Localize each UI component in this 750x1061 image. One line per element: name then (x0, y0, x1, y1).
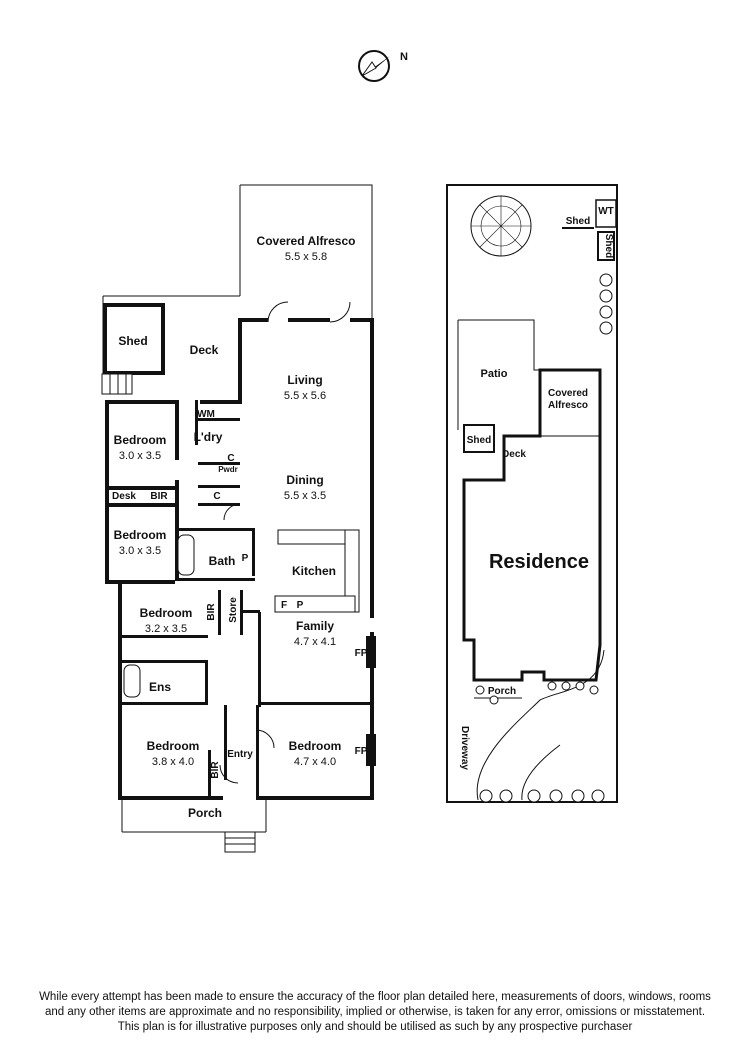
room-label-desk: Desk (112, 491, 136, 502)
room-label-store: Store (228, 597, 239, 623)
room-label-dining: Dining (286, 473, 323, 487)
room-label-bath: Bath (209, 554, 236, 568)
fireplace-marker-2: FP (355, 746, 368, 757)
room-label-bir-1: BIR (150, 491, 168, 502)
room-dims-covered-alfresco: 5.5 x 5.8 (285, 251, 327, 263)
pantry-marker-1: P (242, 553, 249, 564)
site-plan-labels: Shed WT Shed Patio Covered Alfresco Shed… (459, 206, 614, 770)
room-label-bir-3: BIR (210, 761, 221, 779)
room-dims-bedroom-1: 3.0 x 3.5 (119, 450, 161, 462)
room-dims-bedroom-4: 3.8 x 4.0 (152, 756, 194, 768)
site-label-patio: Patio (481, 368, 508, 380)
cupboard-marker-1: C (227, 453, 234, 464)
room-label-bir-2: BIR (206, 603, 217, 621)
room-dims-bedroom-2: 3.0 x 3.5 (119, 545, 161, 557)
disclaimer: While every attempt has been made to ens… (20, 990, 730, 1035)
room-label-porch: Porch (188, 806, 222, 820)
room-label-kitchen: Kitchen (292, 564, 336, 578)
fridge-marker: F (281, 600, 287, 611)
room-label-wm: WM (197, 409, 215, 420)
room-dims-family: 4.7 x 4.1 (294, 636, 336, 648)
site-label-covered-alfresco: Covered Alfresco (547, 388, 588, 411)
room-label-powder: Pwdr (218, 465, 238, 474)
ground-floor-labels: Covered Alfresco 5.5 x 5.8 Shed Deck Liv… (112, 234, 368, 820)
site-label-shed: Shed (467, 435, 491, 446)
site-label-shed-rear: Shed (566, 216, 590, 227)
room-label-bedroom-3: Bedroom (140, 606, 193, 620)
room-dims-bedroom-5: 4.7 x 4.0 (294, 756, 336, 768)
room-label-bedroom-5: Bedroom (289, 739, 342, 753)
compass-north-label: N (400, 51, 408, 63)
site-label-covered-alfresco-box: Covered Alfresco (547, 388, 588, 411)
site-label-driveway: Driveway (459, 726, 470, 770)
site-label-shed-side: Shed (603, 234, 614, 258)
shed-box (103, 303, 165, 375)
site-plan (446, 184, 618, 803)
room-label-deck: Deck (190, 343, 219, 357)
room-label-covered-alfresco: Covered Alfresco (257, 234, 356, 248)
disclaimer-line: While every attempt has been made to ens… (39, 991, 711, 1003)
shrub-icon (475, 273, 613, 803)
room-label-shed: Shed (118, 334, 147, 348)
pantry-marker-2: P (297, 600, 304, 611)
tree-icon (470, 195, 532, 257)
cupboard-marker-2: C (213, 491, 220, 502)
site-label-wt: WT (598, 206, 614, 217)
room-dims-bedroom-3: 3.2 x 3.5 (145, 623, 187, 635)
room-label-laundry: L'dry (194, 430, 223, 444)
room-label-bedroom-4: Bedroom (147, 739, 200, 753)
site-label-residence: Residence (489, 551, 589, 573)
compass-icon (358, 50, 390, 82)
ground-floor-walls (101, 184, 376, 853)
room-label-family: Family (296, 619, 334, 633)
site-label-deck: Deck (502, 449, 526, 460)
fireplace-marker-1: FP (355, 648, 368, 659)
room-label-ensuite: Ens (149, 680, 171, 694)
room-label-bedroom-2: Bedroom (114, 528, 167, 542)
room-label-living: Living (287, 373, 322, 387)
room-label-entry: Entry (227, 749, 253, 760)
room-dims-dining: 5.5 x 3.5 (284, 490, 326, 502)
site-label-porch: Porch (488, 686, 516, 697)
disclaimer-line: and any other items are approximate and … (44, 1006, 706, 1018)
disclaimer-line: This plan is for illustrative purposes o… (117, 1021, 633, 1033)
room-label-bedroom-1: Bedroom (114, 433, 167, 447)
room-dims-living: 5.5 x 5.6 (284, 390, 326, 402)
